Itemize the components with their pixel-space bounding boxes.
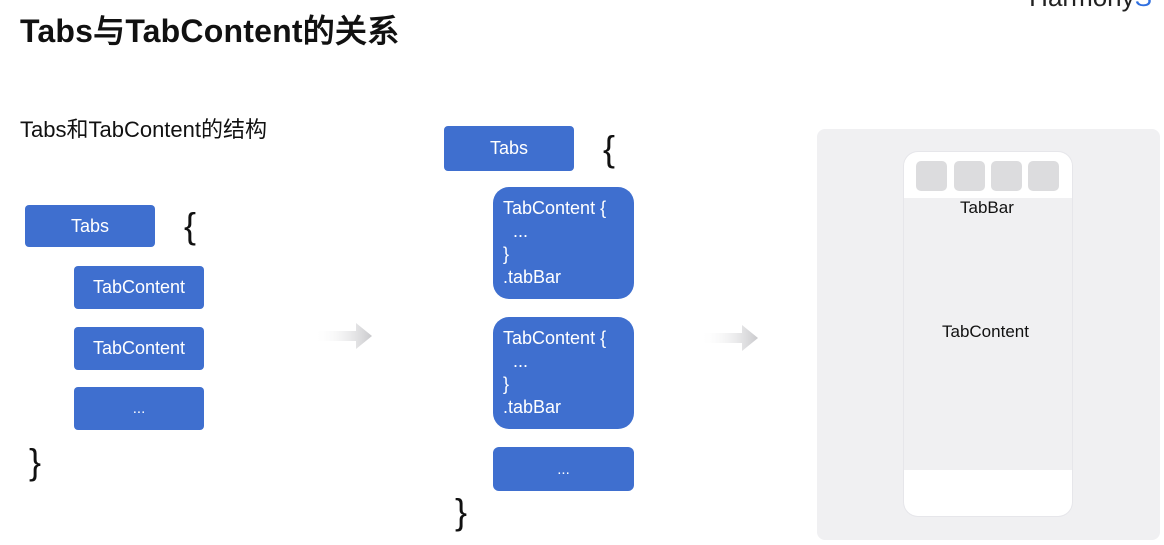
tab-bar-item [916, 161, 947, 191]
block-line: .tabBar [503, 397, 562, 417]
arrow-right-icon [700, 325, 758, 351]
brand-logo: HarmonyS [1029, 0, 1152, 13]
tabcontent-label: TabContent [942, 322, 1029, 341]
block-line: ... [503, 351, 529, 371]
middle-close-brace: } [455, 491, 468, 532]
middle-tabcontent-block-2: TabContent { ... } .tabBar [493, 317, 634, 429]
left-ellipsis-box: ... [74, 387, 204, 430]
block-line: } [503, 374, 510, 394]
block-line: TabContent { [503, 198, 607, 218]
left-close-brace: } [29, 441, 42, 482]
arrow-right-icon [314, 323, 372, 349]
tab-bar-item [954, 161, 985, 191]
left-tabs-box: Tabs [25, 205, 155, 247]
block-line: } [503, 244, 510, 264]
brand-prefix: Harmony [1029, 0, 1134, 12]
section-subtitle: Tabs和TabContent的结构 [20, 117, 267, 142]
tab-bar-item [991, 161, 1022, 191]
middle-open-brace: { [603, 128, 616, 169]
left-open-brace: { [184, 205, 197, 246]
phone-mockup [904, 152, 1072, 516]
tab-content-area [904, 198, 1072, 470]
left-tabcontent-box-2: TabContent [74, 327, 204, 370]
block-line: .tabBar [503, 267, 562, 287]
block-line: TabContent { [503, 328, 607, 348]
brand-accent: S [1135, 0, 1152, 12]
middle-ellipsis-box: ... [493, 447, 634, 491]
block-line: ... [503, 221, 529, 241]
middle-tabs-box: Tabs [444, 126, 574, 171]
left-tabcontent-box-1: TabContent [74, 266, 204, 309]
tab-bar-item [1028, 161, 1059, 191]
tabbar-label: TabBar [960, 198, 1014, 217]
middle-tabcontent-block-1: TabContent { ... } .tabBar [493, 187, 634, 299]
page-title: Tabs与TabContent的关系 [20, 13, 400, 49]
